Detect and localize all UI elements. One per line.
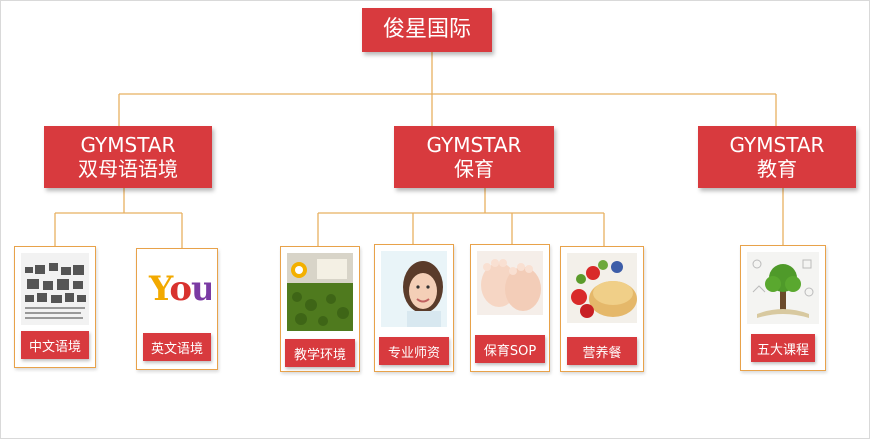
card-nutrition-meals: 营养餐 <box>560 246 644 372</box>
card-label-english: 英文语境 <box>143 333 211 361</box>
branch-bilingual-line1: GYMSTAR <box>80 133 176 157</box>
teacher-photo-icon <box>381 251 447 327</box>
card-label-teachers: 专业师资 <box>379 337 449 365</box>
card-teaching-environment: 教学环境 <box>280 246 360 372</box>
card-label-teaching: 教学环境 <box>285 339 355 367</box>
branch-care: GYMSTAR 保育 <box>394 126 554 188</box>
branch-education: GYMSTAR 教育 <box>698 126 856 188</box>
card-label-sop: 保育SOP <box>475 335 545 363</box>
you-lettering-icon: You <box>149 269 211 309</box>
card-label-nutrition: 营养餐 <box>567 337 637 365</box>
newspaper-icon <box>21 253 89 325</box>
card-label-courses: 五大课程 <box>751 334 815 362</box>
branch-care-line1: GYMSTAR <box>426 133 522 157</box>
card-care-sop: 保育SOP <box>470 244 550 372</box>
meal-photo-icon <box>567 253 637 323</box>
branch-care-line2: 保育 <box>454 157 494 181</box>
baby-feet-photo-icon <box>477 251 543 315</box>
card-five-courses: 五大课程 <box>740 245 826 371</box>
classroom-photo-icon <box>287 253 353 331</box>
card-chinese-context: 中文语境 <box>14 246 96 368</box>
branch-education-line1: GYMSTAR <box>729 133 825 157</box>
branch-education-line2: 教育 <box>757 157 797 181</box>
tree-book-icon <box>747 252 819 324</box>
branch-bilingual: GYMSTAR 双母语语境 <box>44 126 212 188</box>
root-title: 俊星国际 <box>382 16 471 42</box>
card-label-chinese: 中文语境 <box>21 331 89 359</box>
card-english-context: You 英文语境 <box>136 248 218 370</box>
card-professional-teachers: 专业师资 <box>374 244 454 372</box>
branch-bilingual-line2: 双母语语境 <box>78 157 178 181</box>
root-node: 俊星国际 <box>362 8 492 52</box>
